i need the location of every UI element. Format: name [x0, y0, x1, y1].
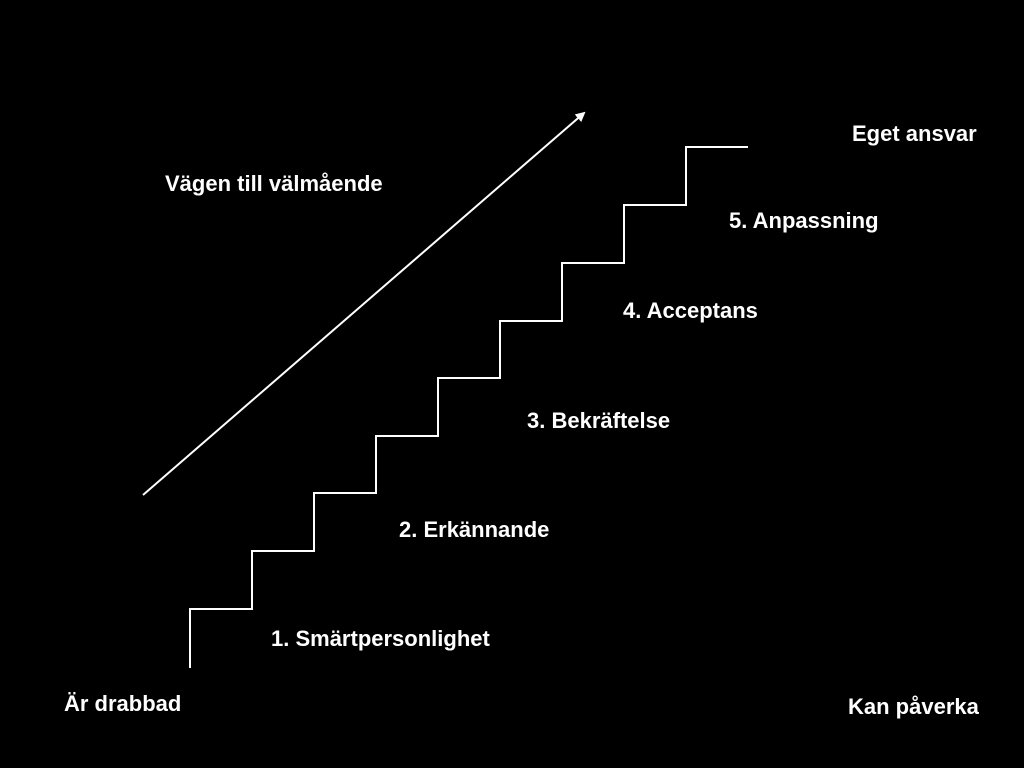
step-label-3: 3. Bekräftelse	[527, 408, 671, 433]
bottom-left-label: Är drabbad	[64, 691, 182, 716]
step-label-2: 2. Erkännande	[399, 517, 550, 542]
staircase-top-label: Eget ansvar	[852, 121, 977, 146]
arrow-label: Vägen till välmående	[165, 171, 383, 196]
step-label-5: 5. Anpassning	[729, 208, 879, 233]
staircase-line	[189, 146, 748, 668]
step-label-1: 1. Smärtpersonlighet	[271, 626, 490, 651]
progress-arrow	[142, 111, 586, 496]
step-label-4: 4. Acceptans	[623, 298, 758, 323]
bottom-right-label: Kan påverka	[848, 694, 979, 719]
